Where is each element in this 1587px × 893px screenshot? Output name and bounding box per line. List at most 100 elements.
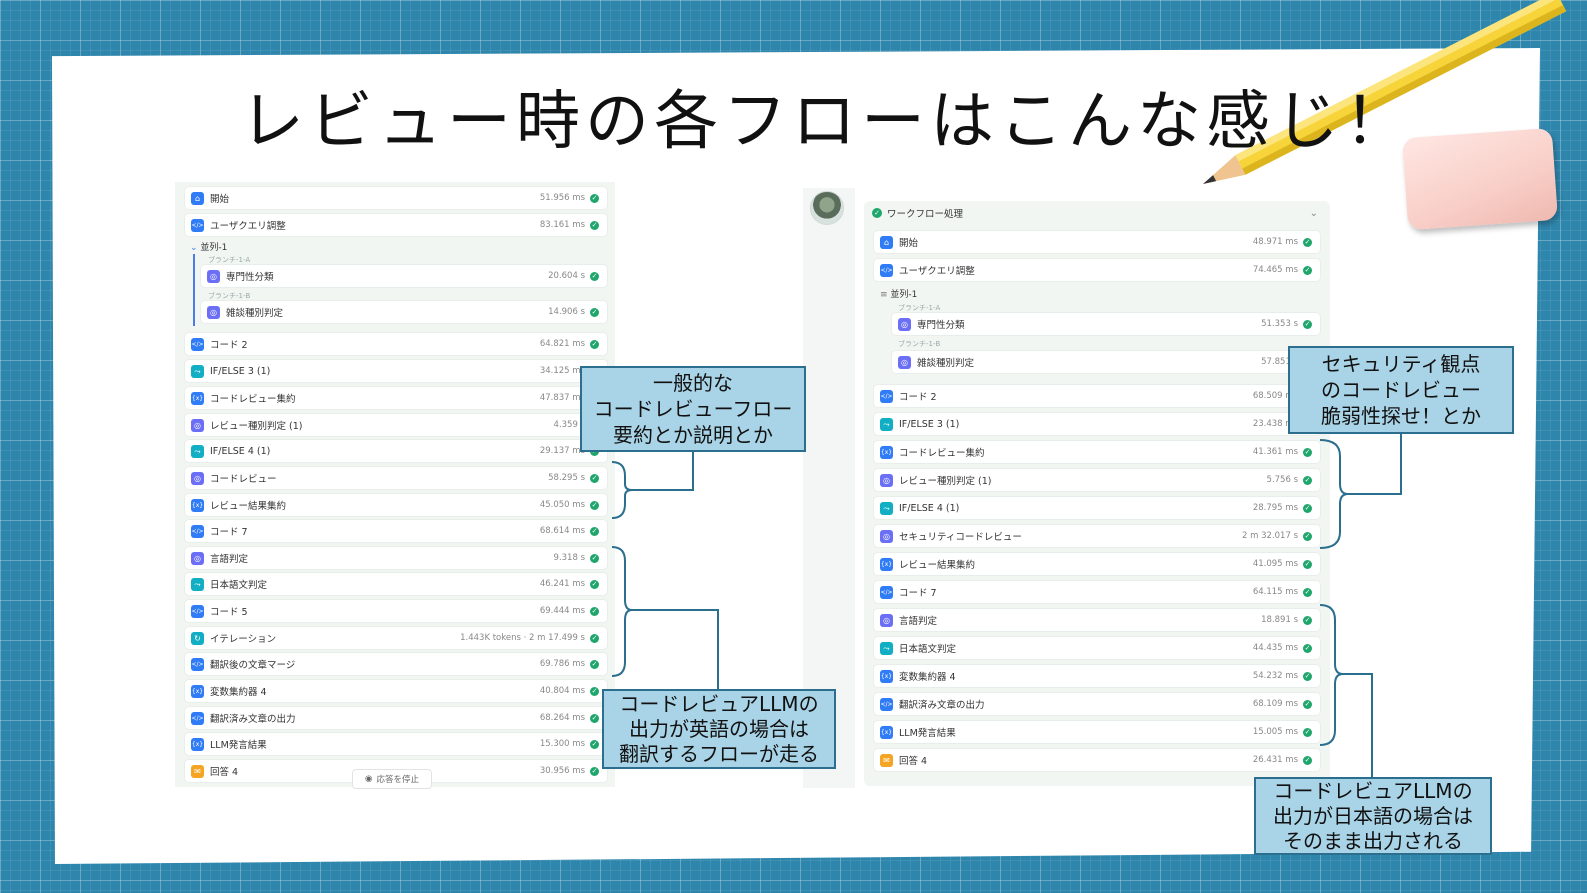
success-check-icon: ✓ xyxy=(1303,319,1312,329)
node-label: 日本語文判定 xyxy=(899,644,957,655)
callout-line: のコードレビュー xyxy=(1321,378,1481,402)
branch-icon: ⤳ xyxy=(880,417,893,431)
right-parallel-group[interactable]: ≡ 並列-1 xyxy=(880,287,917,300)
success-check-icon: ✓ xyxy=(1303,447,1312,457)
code-icon: </> xyxy=(880,585,893,599)
node-label: ユーザクエリ調整 xyxy=(899,266,975,277)
home-icon: ⌂ xyxy=(191,191,204,205)
left-parallel-group[interactable]: ⌄ 並列-1 xyxy=(190,240,227,253)
success-check-icon: ✓ xyxy=(590,633,599,643)
node-duration: 5.756 s xyxy=(1266,475,1298,485)
node-label: 言語判定 xyxy=(210,554,249,565)
node-duration: 57.851 s xyxy=(1261,357,1298,367)
stop-response-button[interactable]: ◉ 応答を停止 xyxy=(352,769,432,789)
node-label: レビュー種別判定 (1) xyxy=(899,476,992,487)
node-label: 変数集約器 4 xyxy=(210,687,267,698)
node-duration: 29.137 ms xyxy=(539,446,585,456)
node-label: コードレビュー集約 xyxy=(899,448,985,459)
branch-icon: ⤳ xyxy=(191,444,204,458)
node-duration: 20.604 s xyxy=(548,271,585,281)
node-duration: 4.359 s xyxy=(553,420,585,430)
workflow-node-row[interactable]: ⤳IF/ELSE 4 (1)28.795 ms✓ xyxy=(874,497,1320,519)
node-label: LLM発言結果 xyxy=(210,740,267,751)
node-label: 雑談種別判定 xyxy=(917,358,975,369)
node-duration: 51.956 ms xyxy=(539,193,585,203)
llm-icon: ◎ xyxy=(880,473,893,487)
node-label: コードレビュー集約 xyxy=(210,394,296,405)
callout-english-output: コードレビュアLLMの 出力が英語の場合は 翻訳するフローが走る xyxy=(602,689,836,769)
parallel-indicator xyxy=(193,254,195,326)
node-label: LLM発言結果 xyxy=(899,728,956,739)
code-icon: </> xyxy=(191,604,204,618)
node-duration: 47.837 ms xyxy=(539,393,585,403)
success-check-icon: ✓ xyxy=(590,553,599,563)
node-label: 言語判定 xyxy=(899,616,938,627)
avatar xyxy=(810,191,844,225)
node-duration: 14.906 s xyxy=(548,307,585,317)
callout-line: 出力が日本語の場合は xyxy=(1273,803,1473,828)
callout-line: コードレビュアLLMの xyxy=(1273,778,1473,803)
code-icon: </> xyxy=(880,697,893,711)
stop-icon: ◉ xyxy=(365,774,373,784)
success-check-icon: ✓ xyxy=(590,526,599,536)
success-check-icon: ✓ xyxy=(590,766,599,776)
node-label: 翻訳済み文章の出力 xyxy=(210,714,296,725)
branch-icon: ⤳ xyxy=(880,501,893,515)
callout-line: 脆弱性探せ！とか xyxy=(1321,404,1481,428)
node-duration: 34.125 ms xyxy=(539,366,585,376)
variable-icon: {x} xyxy=(191,391,204,405)
node-duration: 23.438 ms xyxy=(1252,419,1298,429)
success-check-icon: ✓ xyxy=(1303,671,1312,681)
node-label: 日本語文判定 xyxy=(210,580,268,591)
callout-line: セキュリティ観点 xyxy=(1321,352,1481,376)
workflow-node-row[interactable]: ⤳IF/ELSE 3 (1)23.438 ms✓ xyxy=(874,413,1320,435)
llm-icon: ◎ xyxy=(880,613,893,627)
node-duration: 26.431 ms xyxy=(1252,755,1298,765)
branch-b-label: ブランチ-1-B xyxy=(208,292,251,300)
iteration-icon: ↻ xyxy=(191,631,204,645)
success-check-icon: ✓ xyxy=(1303,559,1312,569)
node-duration: 54.232 ms xyxy=(1252,671,1298,681)
workflow-process-header[interactable]: ✓ ワークフロー処理 ⌄ xyxy=(866,202,1328,224)
node-duration: 44.435 ms xyxy=(1252,643,1298,653)
answer-icon: ✉ xyxy=(880,753,893,767)
workflow-node-row[interactable]: ◎レビュー種別判定 (1)5.756 s✓ xyxy=(874,469,1320,491)
success-check-icon: ✓ xyxy=(1303,503,1312,513)
callout-line: 要約とか説明とか xyxy=(613,423,773,447)
code-icon: </> xyxy=(191,218,204,232)
variable-icon: {x} xyxy=(880,669,893,683)
success-check-icon: ✓ xyxy=(1303,699,1312,709)
llm-icon: ◎ xyxy=(207,305,220,319)
workflow-process-label: ワークフロー処理 xyxy=(887,209,964,220)
